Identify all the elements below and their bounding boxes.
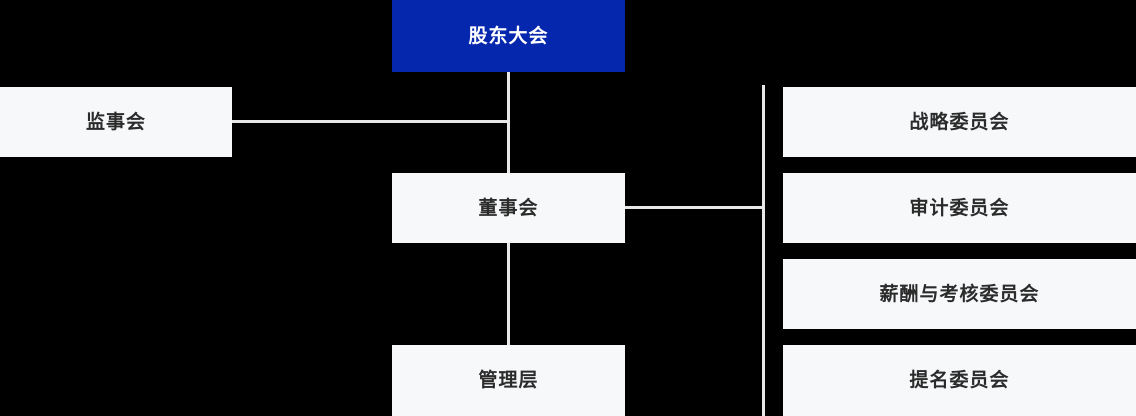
node-board-of-supervisors[interactable]: 监事会 [0,87,232,157]
node-board-of-supervisors-label: 监事会 [85,110,146,133]
node-board-of-directors[interactable]: 董事会 [392,173,625,243]
node-management[interactable]: 管理层 [392,345,625,416]
node-nomination-committee[interactable]: 提名委员会 [783,345,1136,416]
node-audit-committee-label: 审计委员会 [909,196,1010,219]
node-management-label: 管理层 [478,369,539,392]
node-audit-committee[interactable]: 审计委员会 [783,173,1136,243]
node-remuneration-and-appraisal-committee[interactable]: 薪酬与考核委员会 [783,259,1136,329]
node-shareholders-meeting-label: 股东大会 [468,24,549,47]
connector-board-to-management [507,243,510,345]
node-board-of-directors-label: 董事会 [478,196,539,219]
connector-committee-spine [762,85,765,416]
connector-shareholders-to-board [507,72,510,173]
connector-shareholders-to-supervisors [232,120,508,123]
node-shareholders-meeting[interactable]: 股东大会 [392,0,625,72]
connector-board-to-committees [625,206,764,209]
node-remuneration-and-appraisal-committee-label: 薪酬与考核委员会 [879,282,1040,305]
node-strategy-committee-label: 战略委员会 [909,110,1010,133]
node-nomination-committee-label: 提名委员会 [909,369,1010,392]
node-strategy-committee[interactable]: 战略委员会 [783,87,1136,157]
